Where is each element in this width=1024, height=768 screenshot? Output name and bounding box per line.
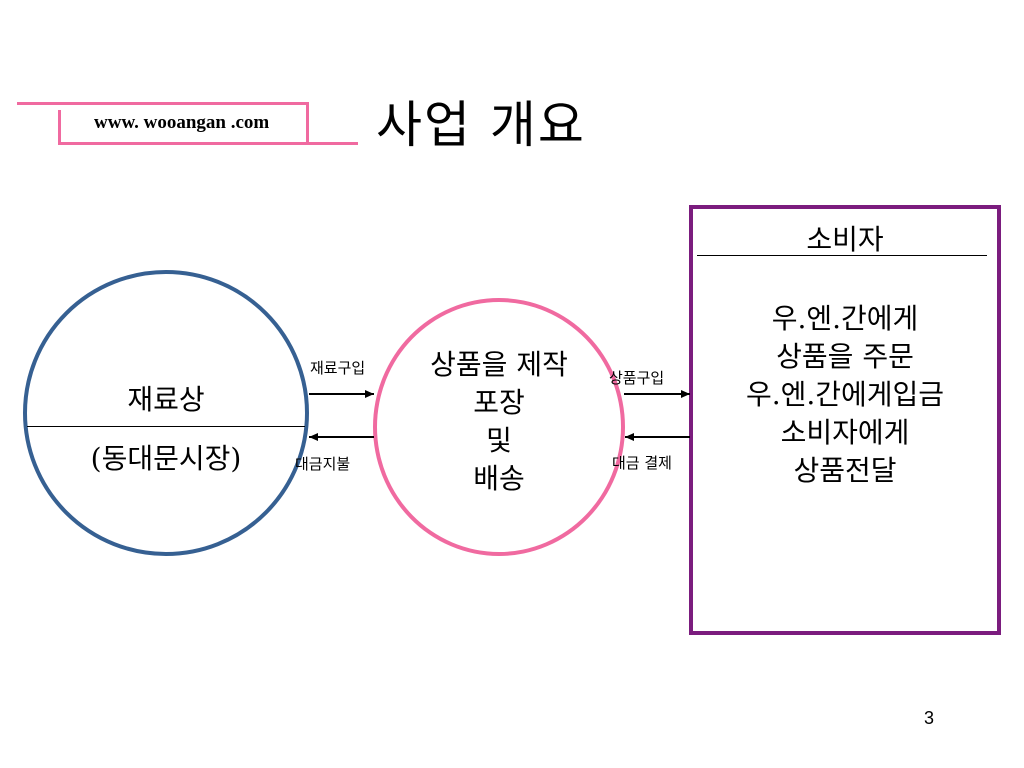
page-number: 3 [924,708,935,728]
producer-circle [373,298,625,556]
consumer-line: 우.엔.간에게 [771,302,919,335]
consumer-line: 상품전달 [793,454,897,487]
header-line-bottom [58,142,358,145]
supplier-divider [27,426,305,427]
consumer-line: 우.엔.간에게입금 [745,378,945,411]
supplier-circle [23,270,309,556]
consumer-title: 소비자 [806,223,884,256]
consumer-line: 소비자에게 [780,416,910,449]
header-line-top [17,102,309,105]
header-line-right [306,102,309,145]
producer-line: 및 [486,424,512,457]
label-material-payment: 대금지불 [295,455,351,473]
producer-line: 포장 [473,386,525,419]
label-material-purchase: 재료구입 [310,359,366,377]
label-product-payment: 대금 결제 [612,454,672,472]
page-title: 사업 개요 [376,96,586,154]
producer-text: 상품을 제작 포장 및 배송 [373,346,625,498]
supplier-name: 재료상 [127,383,205,416]
label-product-purchase: 상품구입 [609,369,665,387]
producer-line: 배송 [473,462,525,495]
consumer-box [689,205,1001,635]
consumer-divider [697,255,987,256]
header-line-left [58,110,61,145]
supplier-market: (동대문시장) [90,442,242,475]
producer-line: 상품을 제작 [430,348,568,381]
consumer-line: 상품을 주문 [776,340,914,373]
website-url: www. wooangan .com [94,112,270,133]
consumer-body: 우.엔.간에게 상품을 주문 우.엔.간에게입금 소비자에게 상품전달 [689,300,1001,490]
